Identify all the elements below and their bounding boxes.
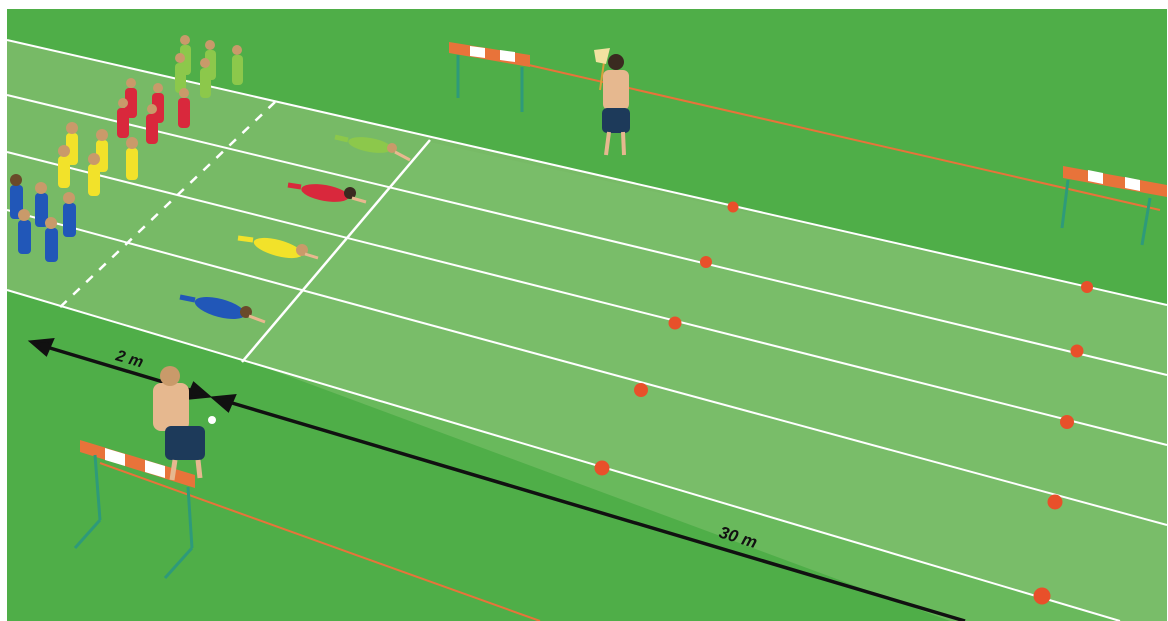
cone-marker bbox=[700, 256, 712, 268]
cone-marker bbox=[669, 317, 682, 330]
cone-marker bbox=[634, 383, 648, 397]
cone-marker bbox=[1034, 588, 1051, 605]
cone-marker bbox=[595, 461, 610, 476]
hurdle-stripe bbox=[470, 46, 485, 58]
cone-marker bbox=[1081, 281, 1093, 293]
cone-marker bbox=[728, 202, 739, 213]
stopwatch-icon bbox=[208, 416, 216, 424]
cone-marker bbox=[1060, 415, 1074, 429]
cone-marker bbox=[1048, 495, 1063, 510]
hurdle-stripe bbox=[500, 50, 515, 62]
cone-marker bbox=[1071, 345, 1084, 358]
